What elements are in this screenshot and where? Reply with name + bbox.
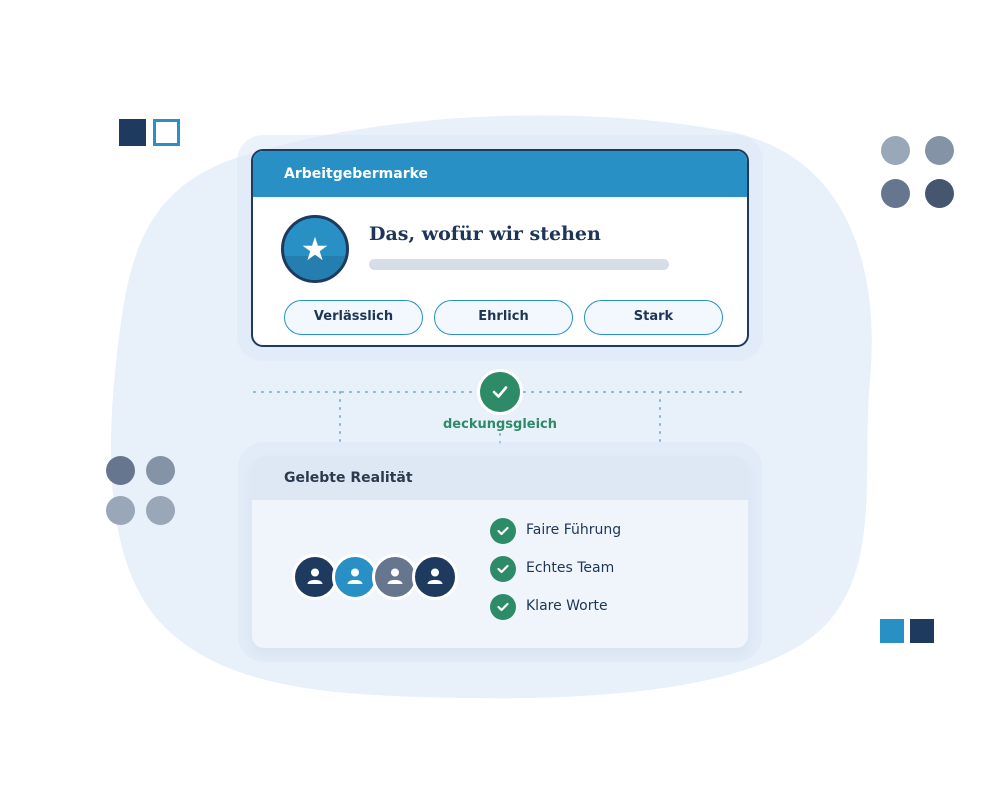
check-icon xyxy=(492,386,508,398)
employer-brand-header: Arbeitgebermarke xyxy=(253,151,747,197)
decor-dot xyxy=(881,136,910,165)
person-icon xyxy=(427,568,443,584)
match-label: deckungsgleich xyxy=(442,417,558,432)
decor-dot xyxy=(925,179,954,208)
lived-reality-card: Gelebte Realität Faire Führung Echtes Te… xyxy=(252,456,748,648)
star-icon: ★ xyxy=(300,230,330,268)
reality-item-label: Echtes Team xyxy=(526,560,615,576)
decor-square-navy-small xyxy=(910,619,934,643)
decor-square-navy xyxy=(119,119,146,146)
lived-reality-header: Gelebte Realität xyxy=(252,456,748,500)
team-avatar xyxy=(332,554,378,600)
value-pill-reliable[interactable]: Verlässlich xyxy=(284,300,423,335)
team-avatar xyxy=(412,554,458,600)
check-icon xyxy=(497,564,509,574)
brand-headline: Das, wofür wir stehen xyxy=(369,223,601,245)
employer-brand-card: Arbeitgebermarke ★ Das, wofür wir stehen… xyxy=(251,149,749,347)
connector-lines xyxy=(253,391,749,447)
decor-dot xyxy=(881,179,910,208)
text-placeholder-bar xyxy=(369,259,669,270)
check-icon xyxy=(497,602,509,612)
reality-item-label: Faire Führung xyxy=(526,522,622,538)
person-icon xyxy=(387,568,403,584)
decor-square-blue xyxy=(880,619,904,643)
value-pill-strong[interactable]: Stark xyxy=(584,300,723,335)
decor-dot xyxy=(106,456,135,485)
team-avatar xyxy=(292,554,338,600)
decor-dot xyxy=(146,496,175,525)
reality-item-label: Klare Worte xyxy=(526,598,608,614)
match-check-badge xyxy=(477,369,523,415)
decor-dot xyxy=(106,496,135,525)
decor-square-outline xyxy=(153,119,180,146)
person-icon xyxy=(307,568,323,584)
decor-dot xyxy=(925,136,954,165)
decor-dot xyxy=(146,456,175,485)
check-icon xyxy=(497,526,509,536)
person-icon xyxy=(347,568,363,584)
value-pill-honest[interactable]: Ehrlich xyxy=(434,300,573,335)
star-badge: ★ xyxy=(281,215,349,283)
